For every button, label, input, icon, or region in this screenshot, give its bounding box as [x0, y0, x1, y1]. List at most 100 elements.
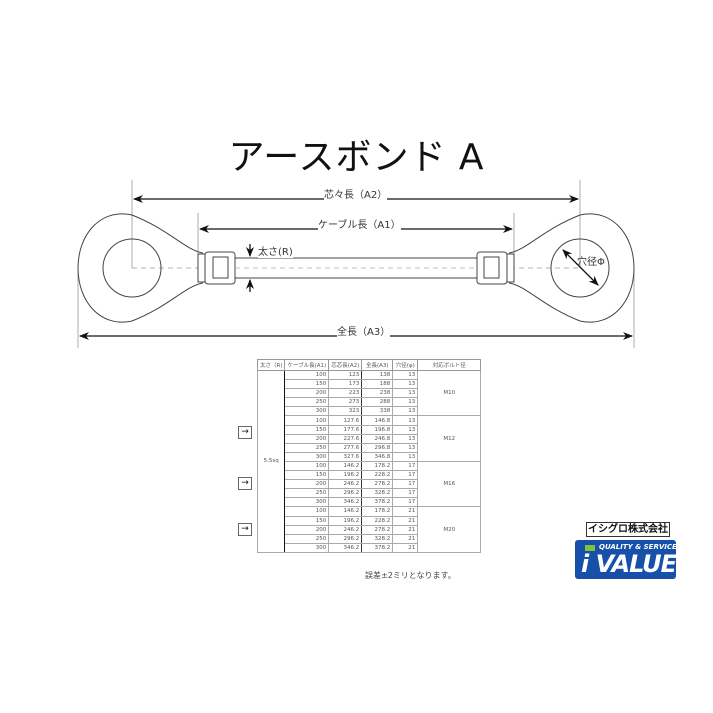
table-cell: 196.2 [328, 470, 363, 481]
label-a1: ケーブル長（A1） [318, 216, 401, 231]
table-cell: 300 [284, 497, 330, 508]
table-cell: 323 [328, 406, 363, 417]
table-cell: 123 [328, 369, 363, 381]
table-cell: 150 [284, 470, 330, 481]
table-cell: 21 [392, 524, 419, 535]
tolerance-note: 誤差±2ミリとなります。 [365, 571, 456, 580]
table-cell: 223 [328, 388, 363, 399]
table-cell: 21 [392, 533, 419, 544]
table-cell: 146.8 [361, 415, 394, 426]
table-header-row: 太さ（R) ケーブル長(A1) 芯芯長(A2) 全長(A3) 穴径(φ) 対応ボ… [256, 359, 482, 371]
table-cell: 327.6 [328, 451, 363, 462]
table-cell: 21 [392, 515, 419, 526]
table-cell: 13 [392, 424, 419, 435]
label-thickness: 太さ(R) [258, 243, 293, 258]
table-cell: 273 [328, 397, 363, 408]
table-cell: 17 [392, 479, 419, 490]
table-cell: 296.8 [361, 442, 394, 453]
spec-table: 太さ（R) ケーブル長(A1) 芯芯長(A2) 全長(A3) 穴径(φ) 対応ボ… [256, 359, 482, 553]
table-cell: 17 [392, 460, 419, 472]
table-cell: 300 [284, 406, 330, 417]
bolt-size-cell: M10 [417, 369, 482, 417]
table-cell: 100 [284, 506, 330, 517]
table-cell: 178.2 [361, 460, 394, 472]
table-cell: 200 [284, 524, 330, 535]
table-cell: 250 [284, 397, 330, 408]
company-name: イシグロ株式会社 [586, 522, 670, 537]
table-cell: 13 [392, 369, 419, 381]
label-a2: 芯々長（A2） [324, 186, 388, 201]
table-cell: 13 [392, 397, 419, 408]
table-cell: 138 [361, 369, 394, 381]
arrow-marker-m12: → [238, 426, 252, 439]
size-cell: 5.5sq [256, 370, 286, 553]
table-cell: 328.2 [361, 533, 394, 544]
table-cell: 328.2 [361, 488, 394, 499]
table-cell: 173 [328, 379, 363, 390]
left-ring-terminal [77, 213, 204, 323]
table-cell: 296.2 [328, 488, 363, 499]
bolt-size-cell: M12 [417, 415, 482, 462]
table-cell: 246.2 [328, 524, 363, 535]
arrow-marker-m20: → [238, 523, 252, 536]
table-cell: 13 [392, 433, 419, 444]
table-cell: 300 [284, 542, 330, 553]
logo-brand-name: i VALUE [581, 550, 676, 578]
table-cell: 150 [284, 379, 330, 390]
col-hole-diameter: 穴径(φ) [392, 359, 419, 371]
table-cell: 100 [284, 369, 330, 381]
table-cell: 21 [392, 542, 419, 553]
col-bolt: 対応ボルト径 [417, 359, 482, 371]
table-cell: 378.2 [361, 542, 394, 553]
table-cell: 228.2 [361, 515, 394, 526]
page-title: アースボンド A [228, 137, 485, 178]
table-cell: 13 [392, 406, 419, 417]
table-cell: 338 [361, 406, 394, 417]
label-hole-diameter: 穴径Φ [577, 257, 605, 268]
table-cell: 278.2 [361, 524, 394, 535]
table-cell: 178.2 [361, 506, 394, 517]
col-center-length: 芯芯長(A2) [328, 359, 363, 371]
right-ring-terminal [508, 213, 635, 323]
bolt-size-cell: M20 [417, 506, 482, 553]
table-cell: 246.2 [328, 479, 363, 490]
table-cell: 200 [284, 388, 330, 399]
table-cell: 17 [392, 488, 419, 499]
table-cell: 13 [392, 442, 419, 453]
table-cell: 146.2 [328, 460, 363, 472]
label-a3: 全長（A3） [337, 323, 391, 338]
table-cell: 346.2 [328, 542, 363, 553]
table-cell: 227.6 [328, 433, 363, 444]
table-cell: 196.8 [361, 424, 394, 435]
logo-tagline: QUALITY & SERVICE [599, 543, 676, 551]
col-thickness: 太さ（R) [256, 359, 286, 371]
table-cell: 346.8 [361, 451, 394, 462]
table-cell: 13 [392, 451, 419, 462]
table-cell: 200 [284, 433, 330, 444]
table-cell: 296.2 [328, 533, 363, 544]
table-cell: 238 [361, 388, 394, 399]
table-cell: 13 [392, 379, 419, 390]
col-total-length: 全長(A3) [361, 359, 394, 371]
table-cell: 100 [284, 460, 330, 472]
table-cell: 200 [284, 479, 330, 490]
table-cell: 150 [284, 515, 330, 526]
table-cell: 277.6 [328, 442, 363, 453]
table-cell: 146.2 [328, 506, 363, 517]
ivalue-logo: QUALITY & SERVICE i VALUE [575, 540, 676, 579]
bolt-size-cell: M16 [417, 460, 482, 508]
table-cell: 378.2 [361, 497, 394, 508]
table-cell: 346.2 [328, 497, 363, 508]
arrow-marker-m16: → [238, 477, 252, 490]
table-cell: 17 [392, 497, 419, 508]
